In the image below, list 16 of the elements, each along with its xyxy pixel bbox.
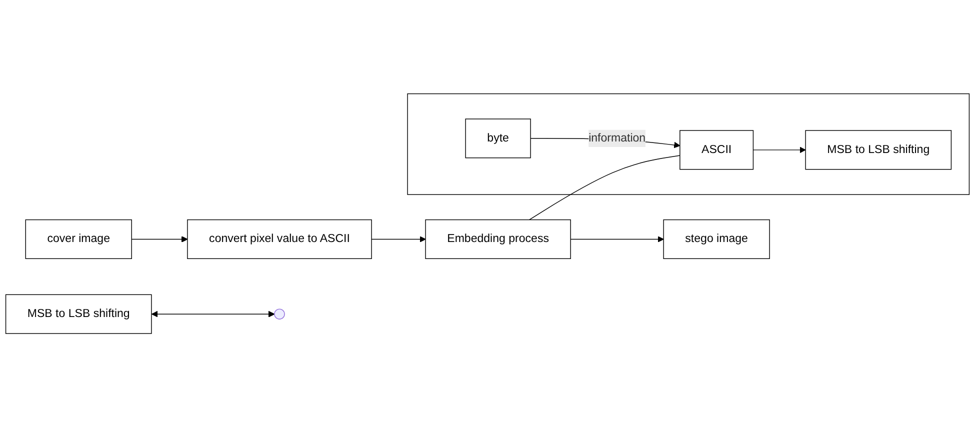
node-box: MSB to LSB shifting [5, 294, 152, 334]
arrow [131, 236, 188, 242]
node-box: convert pixel value to ASCII [187, 219, 372, 259]
edge-label: information [588, 132, 646, 144]
arrow [151, 310, 275, 318]
node-box: ASCII [680, 130, 754, 170]
arrow [371, 236, 426, 242]
connector [528, 154, 680, 220]
node-box: byte [465, 118, 531, 158]
arrow [570, 236, 664, 242]
node-box: stego image [663, 219, 770, 259]
arrow [752, 146, 806, 153]
node-box: cover image [25, 219, 132, 259]
node-box: MSB to LSB shifting [805, 130, 952, 170]
node-box: Embedding process [425, 219, 571, 259]
cluster [407, 93, 970, 195]
